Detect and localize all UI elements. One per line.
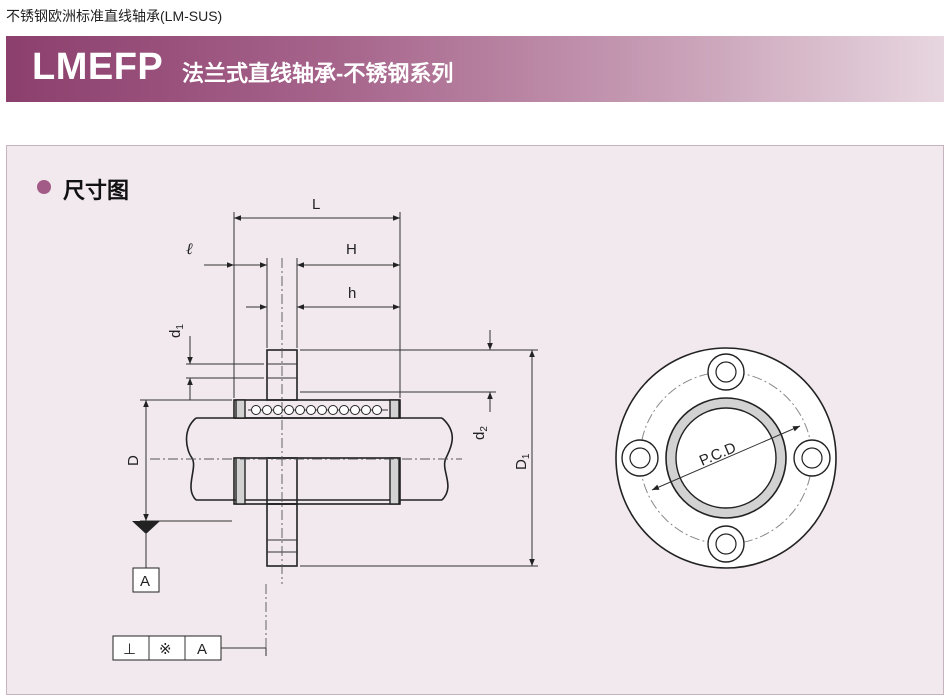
tolerance-note-symbol: ※ <box>159 641 172 658</box>
mounting-hole-right <box>793 439 831 477</box>
tolerance-frame: ⊥ ※ A <box>112 635 267 661</box>
tolerance-datum-label: A <box>197 641 207 658</box>
section-bullet-icon <box>37 180 51 194</box>
dim-d1-label: d1 <box>167 324 186 338</box>
mounting-hole-bottom <box>707 525 745 563</box>
bearing-outer-bottom <box>233 457 401 505</box>
product-model: LMEFP <box>32 46 164 88</box>
dim-L-label: L <box>312 196 320 213</box>
dim-H-label: H <box>346 241 357 258</box>
product-banner: LMEFP 法兰式直线轴承-不锈钢系列 <box>6 36 944 102</box>
seal-left-top <box>235 399 246 419</box>
front-view: P.C.D <box>615 347 837 569</box>
seal-right-top <box>389 399 400 419</box>
datum-triangle-icon <box>132 521 160 534</box>
dim-d2-label: d2 <box>471 426 490 440</box>
dim-l-label: ℓ <box>186 241 193 258</box>
datum-label: A <box>140 573 150 590</box>
dim-h-label: h <box>348 285 356 302</box>
dim-D1-label: D1 <box>513 453 532 470</box>
seal-right-bottom <box>389 457 400 505</box>
mounting-hole-top <box>707 353 745 391</box>
dim-D-label: D <box>125 455 142 466</box>
product-title: 法兰式直线轴承-不锈钢系列 <box>182 61 454 86</box>
side-view: L ℓ H h d1 d2 D1 D <box>112 196 538 661</box>
seal-left-bottom <box>235 457 246 505</box>
mounting-hole-left <box>621 439 659 477</box>
page-caption: 不锈钢欧洲标准直线轴承(LM-SUS) <box>6 8 223 24</box>
section-title: 尺寸图 <box>63 178 130 203</box>
bearing-outer-top <box>233 399 401 419</box>
datum-box <box>132 567 160 593</box>
pcd-dimension-line <box>651 425 801 491</box>
perpendicularity-symbol: ⊥ <box>123 641 136 658</box>
ball-row <box>248 405 388 415</box>
